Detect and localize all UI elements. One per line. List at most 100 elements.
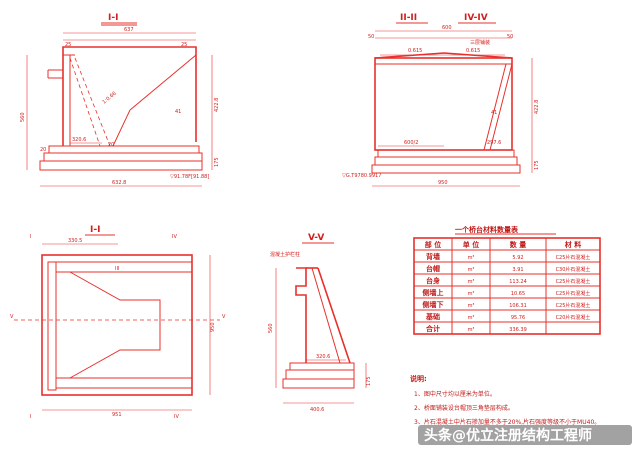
table-cell-qty: 3.91 (512, 267, 523, 273)
diagonal-hidden-2 (74, 57, 111, 147)
table-header-cell: 部 位 (425, 240, 441, 249)
table-cell-qty: 106.31 (509, 303, 527, 309)
side-slope-face (489, 63, 513, 151)
vv-footing-2 (285, 369, 355, 380)
vv-note-top: 混凝土护栏柱 (270, 251, 300, 258)
table-cell-mat: C25片石混凝土 (556, 290, 591, 297)
side-bottom: 950 (438, 180, 448, 186)
dim-right-cap: 25 (181, 42, 187, 48)
side-dim-left-cap: 50 (368, 34, 374, 40)
small-dim-a: 20 (40, 147, 46, 153)
side-right-lower: 175 (534, 160, 540, 170)
small-dim-b: 20 (108, 142, 114, 148)
plan-corner-br: I (30, 414, 31, 420)
side-slope-right: 0.615 (466, 48, 480, 54)
vv-section: V-V 混凝土护栏柱 560 175 320.6 400.6 (268, 233, 372, 413)
dim-bottom: 632.8 (112, 180, 126, 186)
plan-corner-tl: I (30, 234, 31, 240)
table-cell-part: 基础 (425, 312, 440, 321)
note-3: 3、片石混凝土中片石掺加量不多于20%,片石强度等级不小于MU40。 (414, 418, 600, 426)
plan-mark-right: V (222, 314, 226, 320)
plan-outline (41, 254, 193, 396)
dim-height-right: 422.8 (214, 98, 220, 112)
table-cell-mat: C30片石混凝土 (556, 266, 591, 273)
plan-side-wall-top (55, 261, 193, 273)
table-cell-mat: C25片石混凝土 (556, 302, 591, 309)
plan-dim-top: 330.5 (68, 238, 82, 244)
plan-mark-left: V (10, 314, 14, 320)
table-cell-unit: m³ (468, 279, 475, 285)
watermark-text: 头条@优立注册结构工程师 (424, 427, 592, 444)
table-cell-mat: C25片石混凝土 (556, 254, 591, 261)
table-cell-part: 侧墙上 (423, 288, 444, 297)
table-cell-unit: m³ (468, 267, 475, 273)
table-cell-qty: 10.65 (511, 291, 525, 297)
footing-step-2 (43, 152, 203, 162)
side-footing-2 (374, 156, 518, 166)
section-title-1: I-I (108, 13, 118, 23)
table-grid (414, 238, 600, 334)
table-cell-part: 背墙 (426, 252, 440, 261)
footing-step-1 (48, 145, 200, 154)
side-marker: 三层铺装 (470, 39, 490, 46)
dim-height-left: 560 (20, 112, 26, 122)
side-deck-crown (374, 52, 513, 59)
table-cell-part: 合计 (425, 324, 440, 333)
side-small: 41 (491, 110, 497, 116)
plan-label-iv-top: IV (172, 234, 177, 240)
table-cell-qty: 95.76 (511, 315, 525, 321)
table-header-cell: 单 位 (463, 240, 479, 249)
table-cell-qty: 5.92 (512, 255, 523, 261)
side-slope-left: 0.615 (408, 48, 422, 54)
table-cell-mat: C20片石混凝土 (556, 314, 591, 321)
vv-slope-inner (311, 267, 341, 364)
notes: 说明: 1、图中尺寸均以厘米为单位。 2、桥面铺装设台帽顶三角垫层构成。 3、片… (410, 374, 600, 426)
table-cell-unit: m³ (468, 315, 475, 321)
table-cell-unit: m³ (468, 327, 475, 333)
notes-heading: 说明: (410, 374, 427, 383)
small-dim-c: 41 (175, 109, 181, 115)
dim-inner-span: 320.6 (72, 137, 86, 143)
slope-label: 1:0.66 (101, 91, 117, 106)
table-cell-part: 台身 (426, 276, 440, 285)
table-cell-qty: 113.24 (509, 279, 527, 285)
table-cell-unit: m³ (468, 255, 475, 261)
side-outline (374, 57, 513, 151)
side-dim-right-cap: 50 (507, 34, 513, 40)
watermark: 头条@优立注册结构工程师 (418, 425, 632, 445)
plan-label-iii: III (115, 266, 119, 272)
footing-step-3 (39, 160, 203, 171)
abutment-outline (62, 46, 197, 142)
side-footing-3 (371, 164, 521, 174)
front-view: I-I 637 25 25 1:0.66 41 320.6 20 20 ▽91.… (20, 13, 220, 187)
plan-side-wall-bottom (55, 377, 193, 389)
table-cell-unit: m³ (468, 303, 475, 309)
side-level: ▽G.T9780.9917 (342, 173, 381, 179)
vv-dim-right: 175 (366, 376, 372, 386)
section-title-3: IV-IV (464, 13, 488, 23)
vv-dim-inner: 320.6 (316, 354, 330, 360)
table-cell-mat: C25片石混凝土 (556, 278, 591, 285)
side-half-width: 600/2 (404, 140, 418, 146)
dim-right-lower: 175 (214, 157, 220, 167)
plan-view: I-I I IV 330.5 III V V 950 951 I IV (10, 225, 226, 420)
vv-dim-bottom: 400.6 (310, 407, 324, 413)
vv-slope (317, 267, 351, 364)
dim-top: 637 (124, 27, 134, 33)
section-title-5: V-V (308, 233, 324, 243)
plan-backwall (47, 261, 57, 391)
side-dim-top: 600 (442, 25, 452, 31)
table-cell-qty: 336.39 (509, 327, 527, 333)
section-title-4: I-I (90, 225, 100, 235)
watermark-bg (418, 425, 632, 445)
table-cell-part: 侧墙下 (423, 300, 444, 309)
plan-dim-right: 950 (210, 322, 216, 332)
vv-footing-1 (289, 362, 355, 371)
plan-dim-bottom: 951 (112, 412, 122, 418)
vv-dim-height: 560 (268, 323, 274, 333)
plan-label-iv-bottom: IV (174, 414, 179, 420)
note-1: 1、图中尺寸均以厘米为单位。 (414, 390, 496, 398)
level-label-front: ▽91.78F[91.88] (170, 174, 209, 180)
